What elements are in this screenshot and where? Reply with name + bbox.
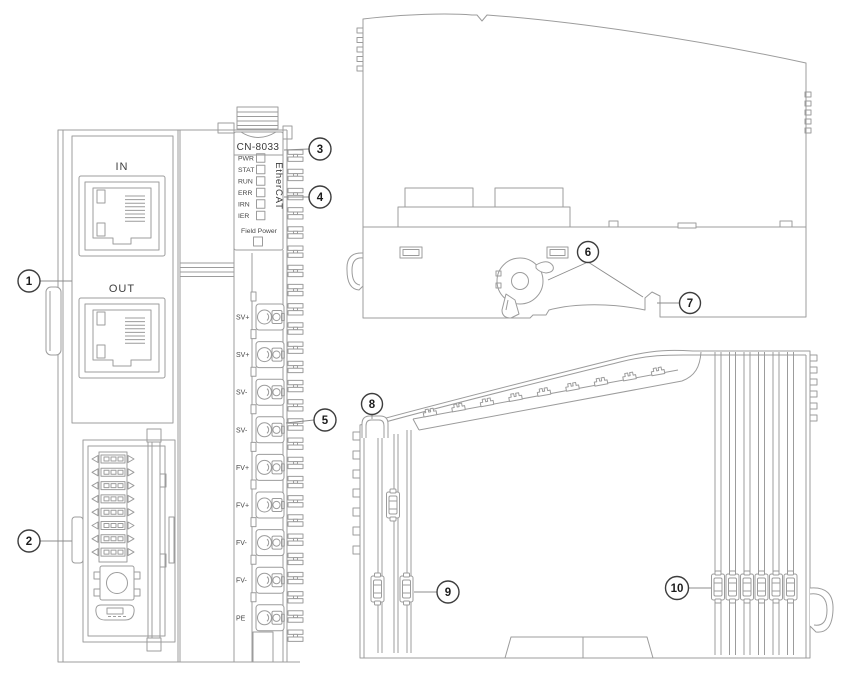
led-label-err: ERR: [238, 190, 252, 197]
callout-number: 4: [317, 192, 324, 204]
port-out-label: OUT: [109, 283, 135, 295]
led-label-irn: IRN: [238, 201, 250, 208]
led-indicators: [256, 153, 266, 221]
mounting-slot: [399, 246, 569, 259]
callout-number: 10: [671, 583, 684, 595]
front-view: IN OUT: [45, 106, 304, 663]
din-latch-cam: [495, 257, 554, 319]
field-power-label: Field Power: [241, 228, 278, 235]
side-body: [359, 349, 811, 659]
bus-contacts: [287, 149, 304, 642]
terminal-strip: SV+ SV+ SV- SV- FV+ FV+ FV- FV- PE: [236, 291, 285, 663]
callout-1: 1: [17, 269, 72, 293]
callout-number: 1: [26, 276, 33, 288]
protocol-label: EtherCAT: [273, 162, 284, 209]
housing-edge-ribs: [352, 354, 818, 555]
led-label-stat: STAT: [238, 167, 254, 174]
rail-notch: [677, 222, 697, 229]
module-body: [57, 129, 179, 663]
rail-notch: [608, 220, 619, 228]
top-connector-block: [217, 106, 293, 140]
strip-foot: [252, 631, 274, 663]
led-label-run: RUN: [238, 178, 253, 185]
reset-button: [93, 565, 141, 601]
wire-clip: [386, 488, 400, 522]
model-label: CN-8033: [237, 142, 280, 153]
release-handle: [809, 587, 834, 633]
led-label-ier: IER: [238, 213, 249, 220]
port-in-label: IN: [116, 161, 129, 173]
body-inner-edge: [363, 354, 807, 658]
ethernet-panel: [71, 135, 174, 424]
callout-2: 2: [17, 529, 72, 553]
side-view-bottom: [352, 349, 834, 659]
terminal-label: FV-: [236, 540, 248, 547]
wire-clip: [399, 572, 414, 606]
terminal-label: SV+: [236, 352, 249, 359]
side-body: [362, 13, 807, 319]
callout-3: 3: [283, 137, 332, 161]
wire-clip: [740, 570, 754, 604]
rail-notch: [779, 220, 793, 228]
wire-clip: [711, 570, 725, 604]
callout-10: 10: [664, 575, 711, 601]
terminal-label: FV-: [236, 578, 248, 585]
retainer-bracket: [361, 415, 389, 438]
callout-number: 6: [585, 247, 591, 259]
callout-number: 9: [445, 587, 451, 599]
callout-number: 8: [369, 399, 376, 411]
callout-number: 2: [26, 536, 32, 548]
usb-port: [95, 604, 135, 621]
wire-clip: [370, 572, 385, 606]
led-label-pwr: PWR: [238, 155, 254, 162]
housing-edge-ribs: [356, 27, 812, 134]
connector-blocks-top: [397, 187, 571, 228]
callout-number: 7: [687, 298, 693, 310]
field-power-indicator: [253, 236, 263, 247]
callout-8: 8: [360, 392, 384, 419]
door-tab: [71, 516, 84, 564]
wire-clip: [725, 570, 740, 604]
callout-7: 7: [657, 291, 702, 315]
dip-switch-block: [91, 451, 135, 563]
terminal-label: SV-: [236, 427, 248, 434]
callout-6: 6: [547, 240, 644, 298]
terminal-label: FV+: [236, 465, 249, 472]
guide-grooves-left: [377, 430, 412, 653]
terminal-label: PE: [236, 615, 246, 622]
wire-clip: [754, 570, 769, 604]
callout-4: 4: [284, 185, 332, 209]
door-hinge: [146, 428, 175, 652]
service-panel: [71, 428, 176, 652]
terminal-label: SV+: [236, 315, 249, 322]
bus-cable-lines: [180, 262, 234, 277]
din-notch: [504, 636, 654, 659]
label-plate: CN-8033 PWR STAT RUN ERR IRN IER EtherCA…: [233, 131, 284, 251]
callout-9: 9: [414, 580, 460, 604]
terminal-label: SV-: [236, 390, 248, 397]
din-latch-lever: [346, 252, 364, 291]
callout-number: 3: [317, 144, 323, 156]
callout-5: 5: [285, 408, 337, 432]
callout-number: 5: [322, 415, 329, 427]
wire-clip: [783, 570, 798, 604]
sawtooth-rail: [412, 351, 702, 431]
side-mount-tab: [45, 286, 62, 356]
side-view-top: [346, 13, 812, 319]
terminal-label: FV+: [236, 503, 249, 510]
wire-clip: [769, 570, 783, 604]
callouts: 1 2 3 4 5 6 7 8: [17, 137, 711, 604]
